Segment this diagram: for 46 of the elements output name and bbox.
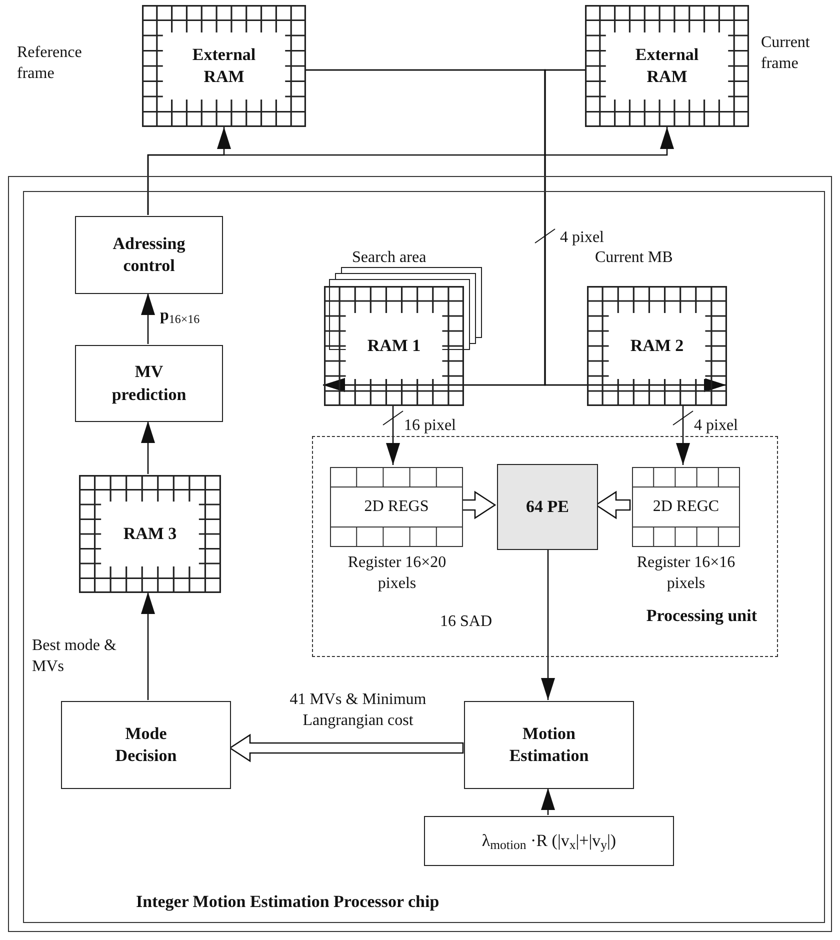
arrow bbox=[386, 405, 400, 465]
hollow-arrow bbox=[460, 490, 496, 520]
arrow bbox=[147, 127, 674, 215]
edge-label: p$_{16×16}$ bbox=[160, 306, 201, 327]
edge-label: 41 MVs & Minimum Langrangian cost bbox=[288, 690, 428, 731]
box-label: Adressing control bbox=[112, 232, 186, 277]
hollow-arrow bbox=[228, 734, 464, 762]
processing-unit-region bbox=[312, 436, 778, 657]
box-label: 64 PE bbox=[526, 496, 569, 518]
box-label: MV prediction bbox=[110, 361, 188, 406]
process-box bbox=[75, 345, 223, 422]
box-label: Motion Estimation bbox=[508, 722, 590, 767]
arrow bbox=[541, 788, 555, 815]
edge-label: 4 pixel bbox=[694, 416, 739, 436]
edge-label: Best mode & MVs bbox=[32, 636, 118, 677]
side-caption: Register 16×20 pixels bbox=[346, 553, 448, 594]
side-caption: Register 16×16 pixels bbox=[636, 553, 736, 594]
arrow bbox=[676, 405, 690, 465]
region-title: Processing unit bbox=[646, 604, 757, 627]
arrow bbox=[141, 293, 155, 344]
process-box bbox=[464, 701, 634, 789]
formula-text: λ$_{motion}$ ·R (|v$_{x}$|+|v$_{y}$|) bbox=[482, 830, 616, 854]
chip-title: Integer Motion Estimation Processor chip bbox=[136, 891, 440, 913]
memory-label: External RAM bbox=[191, 44, 257, 88]
processing-element-box bbox=[497, 464, 598, 550]
arrow bbox=[141, 592, 155, 700]
arrow bbox=[541, 548, 555, 700]
edge-label: 16 pixel bbox=[404, 416, 457, 436]
box-label: Mode Decision bbox=[114, 722, 178, 767]
edge-label: 16 SAD bbox=[440, 612, 494, 632]
side-caption: Current MB bbox=[595, 248, 674, 268]
memory-label: RAM 3 bbox=[123, 522, 177, 545]
chip-boundary bbox=[8, 176, 832, 932]
side-caption: Search area bbox=[352, 248, 428, 268]
memory-label: RAM 1 bbox=[367, 334, 421, 357]
formula-box bbox=[424, 816, 674, 866]
memory-label: External RAM bbox=[634, 44, 700, 88]
arrow bbox=[141, 421, 155, 474]
arrow bbox=[544, 69, 726, 392]
bus-width-label: 4 pixel bbox=[560, 228, 604, 248]
side-caption: Current frame bbox=[761, 33, 811, 74]
memory-block bbox=[79, 475, 221, 593]
side-caption: Reference frame bbox=[17, 43, 83, 84]
memory-label: RAM 2 bbox=[630, 334, 684, 357]
process-box bbox=[75, 216, 223, 294]
process-box bbox=[61, 701, 231, 789]
